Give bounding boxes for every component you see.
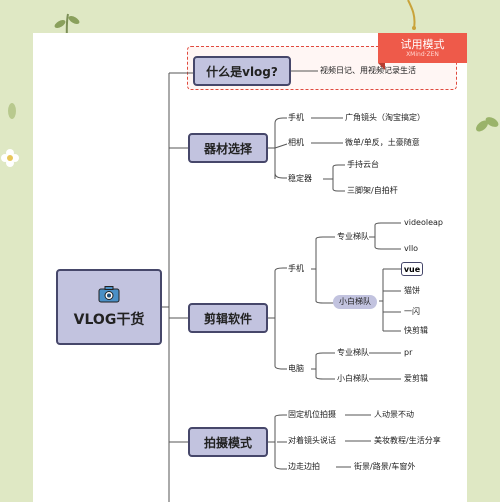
pc-pro-tier[interactable]: 专业梯队	[337, 348, 369, 357]
camera-icon	[98, 285, 120, 302]
stabilizer-tripod[interactable]: 三脚架/自拍杆	[347, 186, 398, 195]
app-yishan[interactable]: 一闪	[404, 307, 420, 316]
software-phone[interactable]: 手机	[288, 264, 304, 273]
trial-mode-badge[interactable]: 试用模式 XMind·ZEN	[378, 33, 467, 63]
root-topic[interactable]: VLOG干货	[56, 269, 162, 345]
topic-what-is-vlog-desc[interactable]: 视频日记、用视频记录生活	[320, 66, 416, 75]
equipment-phone-detail[interactable]: 广角镜头（淘宝搞定）	[345, 113, 425, 122]
topic-editing-software[interactable]: 剪辑软件	[188, 303, 268, 333]
topic-what-is-vlog[interactable]: 什么是vlog?	[193, 56, 291, 86]
sprig-decoration-top-right	[407, 0, 416, 30]
topic-equipment[interactable]: 器材选择	[188, 133, 268, 163]
leaf-decoration-right	[476, 117, 499, 132]
stabilizer-gimbal[interactable]: 手持云台	[347, 160, 379, 169]
app-maobing[interactable]: 猫饼	[404, 286, 420, 295]
shooting-walk[interactable]: 边走边拍	[288, 462, 320, 471]
pc-beginner-tier[interactable]: 小白梯队	[337, 374, 369, 383]
software-pc[interactable]: 电脑	[288, 364, 304, 373]
sprig-decoration-left	[8, 103, 16, 119]
root-label: VLOG干货	[73, 311, 145, 328]
app-videoleap[interactable]: videoleap	[404, 218, 443, 227]
phone-pro-tier[interactable]: 专业梯队	[337, 232, 369, 241]
app-aijianji[interactable]: 爱剪辑	[404, 374, 428, 383]
shooting-fixed-detail[interactable]: 人动景不动	[374, 410, 414, 419]
equipment-stabilizer[interactable]: 稳定器	[288, 174, 312, 183]
shooting-walk-detail[interactable]: 街景/路景/车窗外	[354, 462, 416, 471]
phone-beginner-tier[interactable]: 小白梯队	[333, 295, 377, 309]
shooting-talk[interactable]: 对着镜头说话	[288, 436, 336, 445]
trial-mode-title: 试用模式	[400, 38, 445, 51]
equipment-camera-detail[interactable]: 微单/单反，土豪随意	[345, 138, 420, 147]
topic-shooting-mode[interactable]: 拍摄模式	[188, 427, 268, 457]
connector-lines	[162, 70, 401, 502]
equipment-camera[interactable]: 相机	[288, 138, 304, 147]
equipment-phone[interactable]: 手机	[288, 113, 304, 122]
flower-decoration-left	[1, 149, 19, 167]
app-vllo[interactable]: vllo	[404, 244, 419, 253]
app-kuaijianji[interactable]: 快剪辑	[404, 326, 428, 335]
shooting-talk-detail[interactable]: 美妆教程/生活分享	[374, 436, 441, 445]
ribbon-fold	[378, 63, 385, 70]
shooting-fixed[interactable]: 固定机位拍摄	[288, 410, 336, 419]
app-vue[interactable]: vue	[401, 262, 423, 276]
trial-mode-sub: XMind·ZEN	[406, 51, 439, 58]
mindmap-canvas: VLOG干货 什么是vlog? 视频日记、用视频记录生活 器材选择 手机 广角镜…	[33, 33, 467, 502]
app-pr[interactable]: pr	[404, 348, 413, 357]
